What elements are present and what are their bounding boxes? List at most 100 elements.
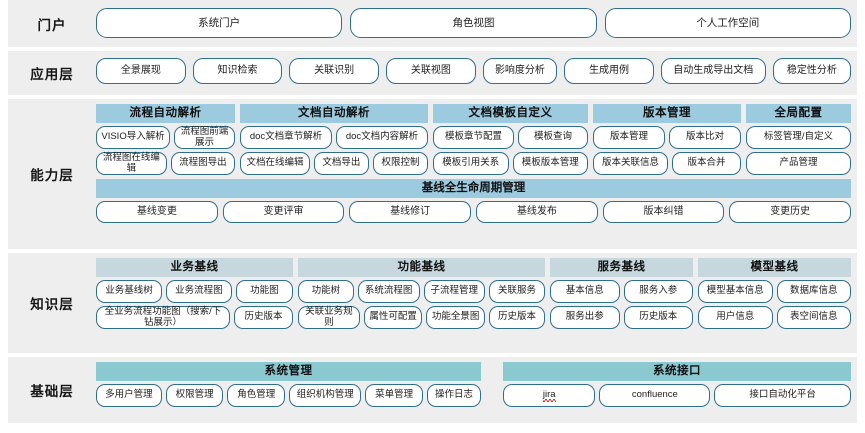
capability-group-doc-template: 文档模板自定义 模板章节配置 模板查询 模板引用关系 模板版本管理 [433,104,588,175]
capability-item[interactable]: 模板章节配置 [433,126,514,149]
capability-item[interactable]: 流程图在线编辑 [96,152,167,175]
infrastructure-item-jira[interactable]: jira [503,384,596,407]
application-item[interactable]: 自动生成导出文档 [660,58,766,84]
knowledge-item[interactable]: 服务出参 [550,306,620,329]
knowledge-item[interactable]: 功能全景图 [426,306,485,329]
group-title: 文档自动解析 [240,104,428,123]
infrastructure-item[interactable]: 组织机构管理 [289,384,362,407]
lifecycle-item[interactable]: 变更评审 [222,201,345,223]
portal-item[interactable]: 角色视图 [350,8,597,38]
infrastructure-item[interactable]: 角色管理 [227,384,286,407]
group-rows: doc文档章节解析 doc文档内容解析 文档在线编辑 文档导出 权限控制 [240,126,428,175]
layer-label-infrastructure: 基础层 [30,384,74,399]
knowledge-item[interactable]: 模型基本信息 [698,280,773,303]
infrastructure-group-system-interface: 系统接口 jira confluence 接口自动化平台 [503,362,852,417]
knowledge-item[interactable]: 功能图 [235,280,293,303]
application-item[interactable]: 关联识别 [289,58,380,84]
knowledge-item[interactable]: 关联服务 [489,280,545,303]
lifecycle-item[interactable]: 版本纠错 [602,201,725,223]
infrastructure-groups: 系统管理 多用户管理 权限管理 角色管理 组织机构管理 菜单管理 操作日志 系统… [96,357,857,423]
knowledge-group-function-baseline: 功能基线 功能树 系统流程图 子流程管理 关联服务 关联业务规则 属性可配置 功… [298,258,546,347]
knowledge-groups: 业务基线 业务基线树 业务流程图 功能图 全业务流程功能图（搜索/下钻展示） 历… [96,253,857,353]
knowledge-item[interactable]: 历史版本 [623,306,693,329]
lifecycle-item[interactable]: 基线发布 [476,201,598,223]
application-item[interactable]: 全景展现 [96,58,186,84]
lifecycle-items: 基线变更 变更评审 基线修订 基线发布 版本纠错 变更历史 [96,201,852,223]
capability-item[interactable]: 模板查询 [517,126,588,149]
capability-item[interactable]: VISIO导入解析 [96,126,171,149]
layer-knowledge: 知识层 业务基线 业务基线树 业务流程图 功能图 全业务流程功能图（搜索/下钻展… [8,253,857,353]
capability-item[interactable]: 流程图前端展示 [174,126,235,149]
capability-item[interactable]: 版本管理 [593,126,665,149]
portal-item[interactable]: 系统门户 [96,8,343,38]
group-row: 文档在线编辑 文档导出 权限控制 [240,152,428,175]
capability-item[interactable]: 版本关联信息 [593,152,669,175]
knowledge-item[interactable]: 用户信息 [698,306,773,329]
knowledge-item[interactable]: 历史版本 [488,306,546,329]
group-row: 流程图在线编辑 流程图导出 [96,152,235,175]
lifecycle-item[interactable]: 基线修订 [349,201,472,223]
group-title: 版本管理 [593,104,741,123]
capability-item[interactable]: 文档在线编辑 [240,152,310,175]
application-item[interactable]: 影响度分析 [482,58,558,84]
group-row: doc文档章节解析 doc文档内容解析 [240,126,428,149]
capability-item[interactable]: 版本比对 [669,126,741,149]
capability-item[interactable]: 产品管理 [746,152,851,175]
infrastructure-item[interactable]: 权限管理 [165,384,224,407]
application-item[interactable]: 生成用例 [564,58,654,84]
infrastructure-item[interactable]: 接口自动化平台 [714,384,852,407]
application-item[interactable]: 稳定性分析 [772,58,851,84]
capability-item[interactable]: 标签管理/自定义 [746,126,851,149]
application-item[interactable]: 知识检索 [192,58,283,84]
knowledge-item[interactable]: 功能树 [298,280,354,303]
application-item[interactable]: 关联视图 [386,58,476,84]
knowledge-item[interactable]: 数据库信息 [776,280,851,303]
group-row: 版本关联信息 版本合并 [593,152,741,175]
capability-item[interactable]: 流程图导出 [170,152,235,175]
capability-item[interactable]: 模板引用关系 [433,152,509,175]
group-title: 服务基线 [550,258,693,277]
lifecycle-item[interactable]: 变更历史 [729,201,852,223]
group-title: 文档模板自定义 [433,104,588,123]
group-rows: 业务基线树 业务流程图 功能图 全业务流程功能图（搜索/下钻展示） 历史版本 [96,280,293,329]
infrastructure-item-confluence[interactable]: confluence [599,384,711,407]
knowledge-item[interactable]: 系统流程图 [357,280,420,303]
application-items: 全景展现 知识检索 关联识别 关联视图 影响度分析 生成用例 自动生成导出文档 … [96,51,857,95]
knowledge-item[interactable]: 子流程管理 [423,280,486,303]
capability-group-doc-parse: 文档自动解析 doc文档章节解析 doc文档内容解析 文档在线编辑 文档导出 权… [240,104,428,175]
group-title: 业务基线 [96,258,293,277]
knowledge-item[interactable]: 全业务流程功能图（搜索/下钻展示） [96,306,230,329]
infrastructure-item[interactable]: 菜单管理 [365,384,424,407]
knowledge-item[interactable]: 属性可配置 [363,306,423,329]
knowledge-item[interactable]: 基本信息 [550,280,620,303]
knowledge-group-business-baseline: 业务基线 业务基线树 业务流程图 功能图 全业务流程功能图（搜索/下钻展示） 历… [96,258,293,347]
portal-items: 系统门户 角色视图 个人工作空间 [96,0,857,47]
capability-body: 流程自动解析 VISIO导入解析 流程图前端展示 流程图在线编辑 流程图导出 [96,99,857,249]
knowledge-item[interactable]: 关联业务规则 [298,306,360,329]
capability-item[interactable]: doc文档内容解析 [336,126,428,149]
lifecycle-item[interactable]: 基线变更 [96,201,218,223]
layer-application: 应用层 全景展现 知识检索 关联识别 关联视图 影响度分析 生成用例 自动生成导… [8,51,857,95]
knowledge-item[interactable]: 历史版本 [234,306,293,329]
knowledge-item[interactable]: 表空间信息 [776,306,851,329]
portal-item[interactable]: 个人工作空间 [604,8,851,38]
capability-item[interactable]: 文档导出 [313,152,369,175]
capability-item[interactable]: doc文档章节解析 [240,126,332,149]
knowledge-item[interactable]: 业务基线树 [96,280,162,303]
infrastructure-item[interactable]: 操作日志 [427,384,481,407]
group-row: 模板引用关系 模板版本管理 [433,152,588,175]
layer-capability: 能力层 流程自动解析 VISIO导入解析 流程图前端展示 流程图在线编辑 流程图… [8,99,857,249]
knowledge-item[interactable]: 服务入参 [623,280,693,303]
capability-item[interactable]: 模板版本管理 [512,152,588,175]
capability-item[interactable]: 权限控制 [372,152,428,175]
lifecycle-title: 基线全生命周期管理 [96,179,851,198]
group-rows: 多用户管理 权限管理 角色管理 组织机构管理 菜单管理 操作日志 [96,384,481,407]
capability-item[interactable]: 版本合并 [672,152,741,175]
group-row: 用户信息 表空间信息 [698,306,851,329]
group-row: 全业务流程功能图（搜索/下钻展示） 历史版本 [96,306,293,329]
knowledge-item[interactable]: 业务流程图 [165,280,232,303]
group-row: 关联业务规则 属性可配置 功能全景图 历史版本 [298,306,546,329]
infrastructure-item[interactable]: 多用户管理 [96,384,162,407]
group-row: 模板章节配置 模板查询 [433,126,588,149]
